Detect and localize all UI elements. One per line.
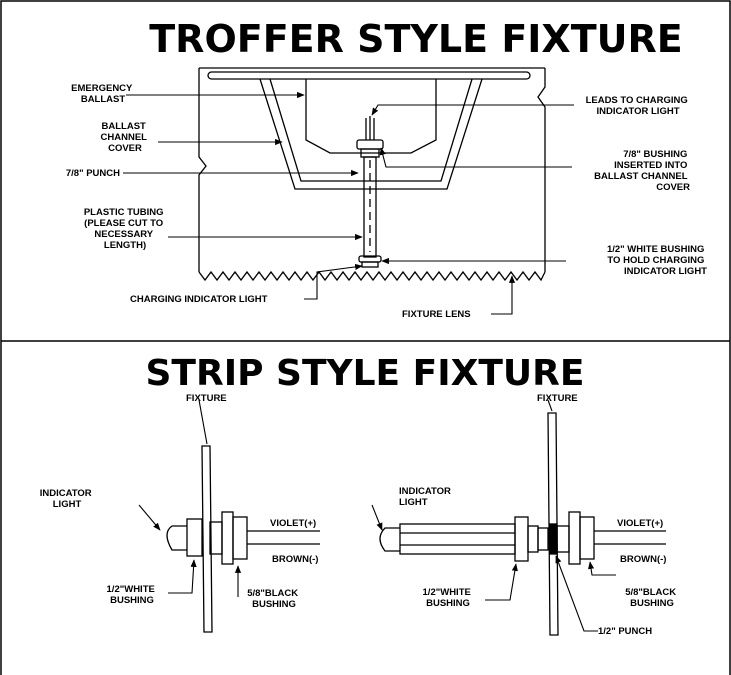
strip-right-drawing [379, 412, 666, 636]
label-left-brown: BROWN(-) [272, 554, 318, 565]
label-plastic-tubing: PLASTIC TUBING (PLEASE CUT TO NECESSARY … [84, 207, 166, 251]
strip-right-leaders [371, 399, 616, 632]
label-punch-7-8: 7/8" PUNCH [66, 168, 120, 179]
strip-title: STRIP STYLE FIXTURE [146, 353, 585, 394]
strip-right-labels: FIXTURE INDICATOR LIGHT VIOLET(+) BROWN(… [399, 393, 679, 637]
label-right-black-bushing: 5/8"BLACK BUSHING [625, 587, 679, 609]
troffer-title: TROFFER STYLE FIXTURE [149, 17, 682, 61]
troffer-labels: EMERGENCY BALLAST BALLAST CHANNEL COVER … [66, 83, 707, 320]
troffer-fixture [198, 67, 546, 282]
label-fixture-lens: FIXTURE LENS [402, 309, 471, 320]
label-left-black-bushing: 5/8"BLACK BUSHING [247, 588, 301, 610]
label-left-violet: VIOLET(+) [270, 518, 316, 529]
label-left-indicator-light: INDICATOR LIGHT [40, 488, 95, 510]
strip-left-leaders [138, 399, 320, 597]
label-right-white-bushing: 1/2"WHITE BUSHING [423, 587, 474, 609]
label-white-bushing: 1/2" WHITE BUSHING TO HOLD CHARGING INDI… [607, 244, 707, 277]
label-emergency-ballast: EMERGENCY BALLAST [71, 83, 135, 105]
label-leads: LEADS TO CHARGING INDICATOR LIGHT [586, 95, 691, 117]
label-right-brown: BROWN(-) [620, 554, 666, 565]
label-charging-indicator-light: CHARGING INDICATOR LIGHT [130, 294, 268, 305]
label-left-white-bushing: 1/2"WHITE BUSHING [107, 584, 158, 606]
troffer-leaders [123, 91, 574, 315]
strip-left-labels: FIXTURE INDICATOR LIGHT VIOLET(+) BROWN(… [40, 393, 319, 610]
label-ballast-channel-cover: BALLAST CHANNEL COVER [101, 121, 150, 154]
label-right-indicator-light: INDICATOR LIGHT [399, 486, 454, 508]
label-bushing-7-8: 7/8" BUSHING INSERTED INTO BALLAST CHANN… [594, 149, 690, 193]
strip-left-drawing [166, 445, 320, 633]
label-right-fixture: FIXTURE [537, 393, 578, 404]
label-right-violet: VIOLET(+) [617, 518, 663, 529]
label-left-fixture: FIXTURE [186, 393, 227, 404]
label-right-punch: 1/2" PUNCH [598, 626, 652, 637]
